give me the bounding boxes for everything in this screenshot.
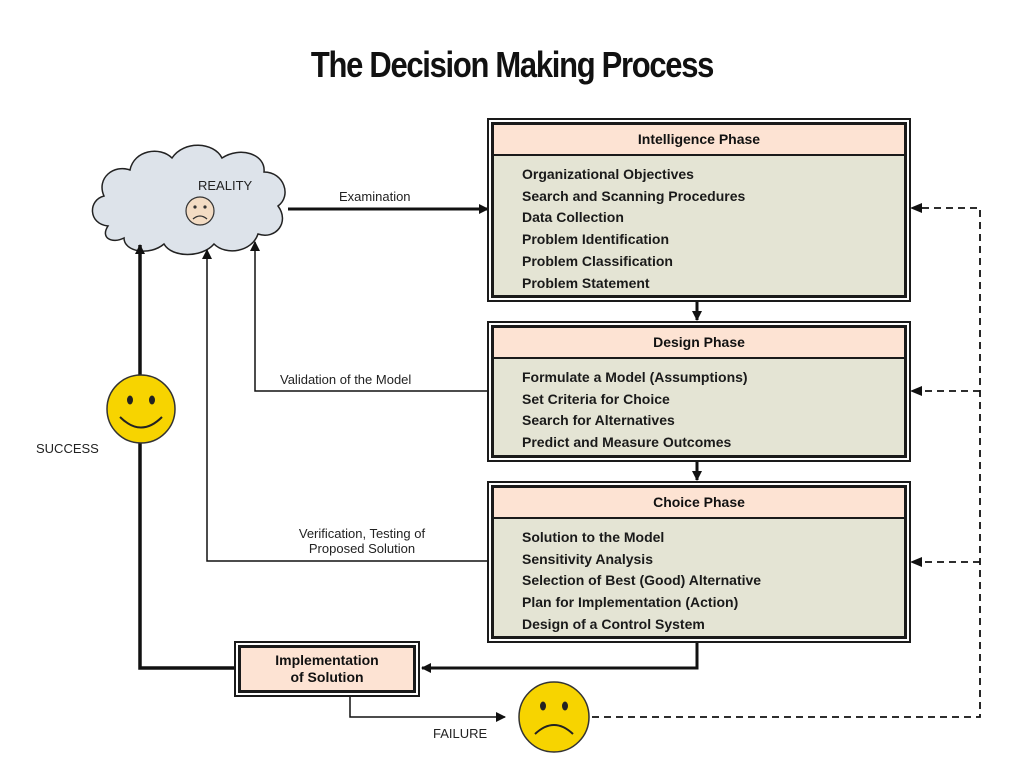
- success-label: SUCCESS: [36, 441, 99, 456]
- examination-label: Examination: [339, 189, 411, 204]
- feedback-dashed-line: [592, 207, 981, 718]
- verification-line-1: Verification, Testing of: [298, 526, 426, 541]
- implementation-box: Implementation of Solution: [238, 645, 416, 693]
- list-item: Search for Alternatives: [522, 412, 675, 429]
- sad-face-icon: [518, 681, 590, 753]
- list-item: Data Collection: [522, 209, 624, 226]
- list-item: Solution to the Model: [522, 529, 665, 545]
- verification-arrow: [202, 249, 488, 562]
- reality-cloud: [91, 144, 286, 256]
- list-item: Formulate a Model (Assumptions): [522, 369, 748, 385]
- list-item: Search and Scanning Procedures: [522, 187, 746, 204]
- list-item: Sensitivity Analysis: [522, 550, 653, 567]
- list-item: Design of a Control System: [522, 615, 705, 632]
- verification-label: Verification, Testing of Proposed Soluti…: [262, 526, 462, 556]
- implementation-line-2: of Solution: [290, 669, 364, 685]
- design-phase-title: Design Phase: [494, 328, 904, 359]
- design-phase-box: Design Phase Formulate a Model (Assumpti…: [491, 325, 907, 458]
- intelligence-phase-title: Intelligence Phase: [494, 125, 904, 156]
- smiley-face-icon: [106, 374, 176, 444]
- list-item: Problem Statement: [522, 274, 650, 291]
- list-item: Problem Classification: [522, 252, 673, 269]
- intelligence-phase-box: Intelligence Phase Organizational Object…: [491, 122, 907, 298]
- choice-phase-box: Choice Phase Solution to the Model Sensi…: [491, 485, 907, 639]
- list-item: Plan for Implementation (Action): [522, 594, 739, 611]
- choice-phase-title: Choice Phase: [494, 488, 904, 519]
- verification-line-2: Proposed Solution: [308, 541, 416, 556]
- choice-to-implementation-arrow: [421, 640, 699, 673]
- success-arrow: [135, 244, 238, 670]
- implementation-line-1: Implementation: [275, 652, 379, 668]
- failure-label: FAILURE: [433, 726, 488, 741]
- list-item: Organizational Objectives: [522, 166, 694, 182]
- page-title: The Decision Making Process: [310, 44, 714, 85]
- reality-label: REALITY: [198, 178, 253, 193]
- validation-arrow: [250, 241, 488, 392]
- validation-label: Validation of the Model: [280, 372, 412, 387]
- list-item: Selection of Best (Good) Alternative: [522, 572, 762, 589]
- list-item: Set Criteria for Choice: [522, 390, 670, 407]
- list-item: Predict and Measure Outcomes: [522, 434, 732, 451]
- failure-arrow: [349, 693, 506, 722]
- frown-face-icon: [185, 196, 215, 226]
- list-item: Problem Identification: [522, 231, 670, 248]
